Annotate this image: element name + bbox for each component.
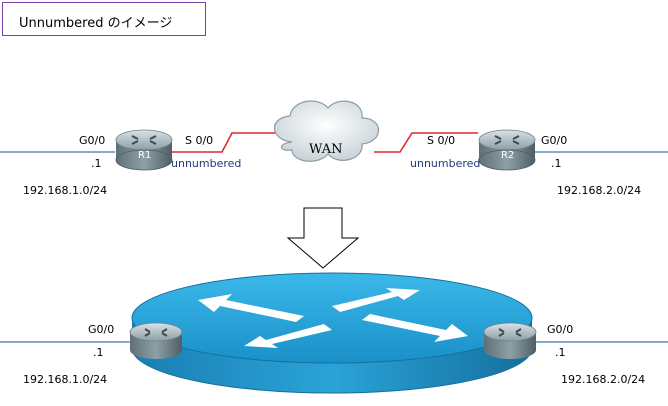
r1-name-label: R1 [138,150,152,161]
bottom-right-network-label: 192.168.2.0/24 [561,373,646,386]
r2-name-label: R2 [501,150,515,161]
bottom-right-gi-port-label: G0/0 [547,323,574,336]
bottom-left-router-icon [129,322,183,359]
bottom-right-router-icon [483,322,537,359]
r1-gi-port-label: G0/0 [79,134,106,147]
r1-serial-link [172,132,278,153]
r2-serial-port-label: S 0/0 [427,134,456,147]
r1-router-icon [115,129,173,171]
r1-serial-mode-label: unnumbered [171,157,242,170]
bottom-left-gi-port-label: G0/0 [88,323,115,336]
bottom-left-gi-addr-label: .1 [93,346,104,359]
title-box: Unnumbered のイメージ [2,2,206,36]
diagram-title: Unnumbered のイメージ [19,16,173,31]
r2-router-icon [478,129,536,171]
r1-serial-port-label: S 0/0 [185,134,214,147]
r2-network-label: 192.168.2.0/24 [557,184,642,197]
r2-serial-mode-label: unnumbered [410,157,481,170]
r2-serial-link [374,132,478,153]
big-router-icon [131,272,533,394]
wan-label: WAN [309,142,343,157]
wan-cloud-icon [273,100,379,162]
bottom-right-gi-addr-label: .1 [555,346,566,359]
down-arrow-icon [286,207,360,269]
r2-gi-port-label: G0/0 [541,134,568,147]
r2-gi-addr-label: .1 [551,157,562,170]
r1-gi-addr-label: .1 [91,157,102,170]
bottom-left-network-label: 192.168.1.0/24 [23,373,108,386]
r1-network-label: 192.168.1.0/24 [23,184,108,197]
